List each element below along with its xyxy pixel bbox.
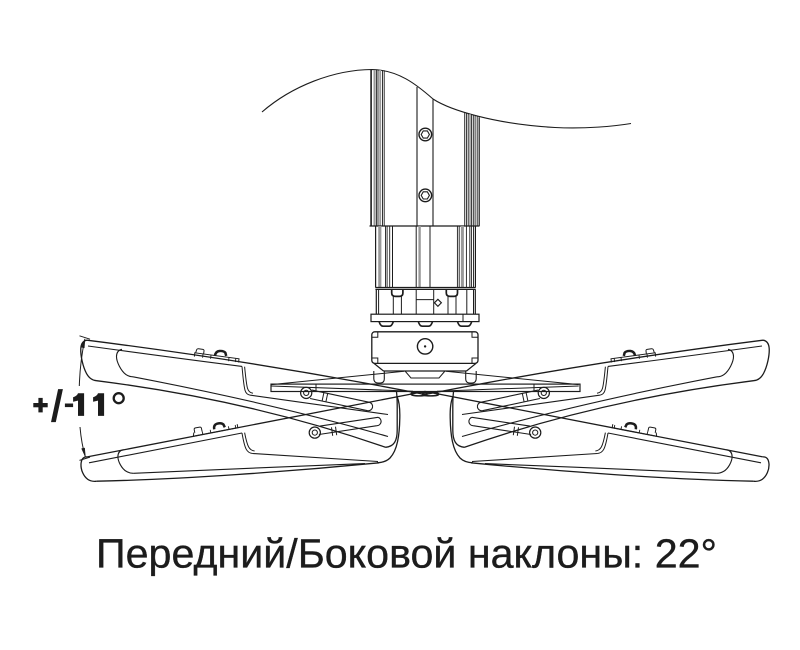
svg-text:Передний/Боковой наклоны: 22°: Передний/Боковой наклоны: 22°	[96, 530, 717, 576]
